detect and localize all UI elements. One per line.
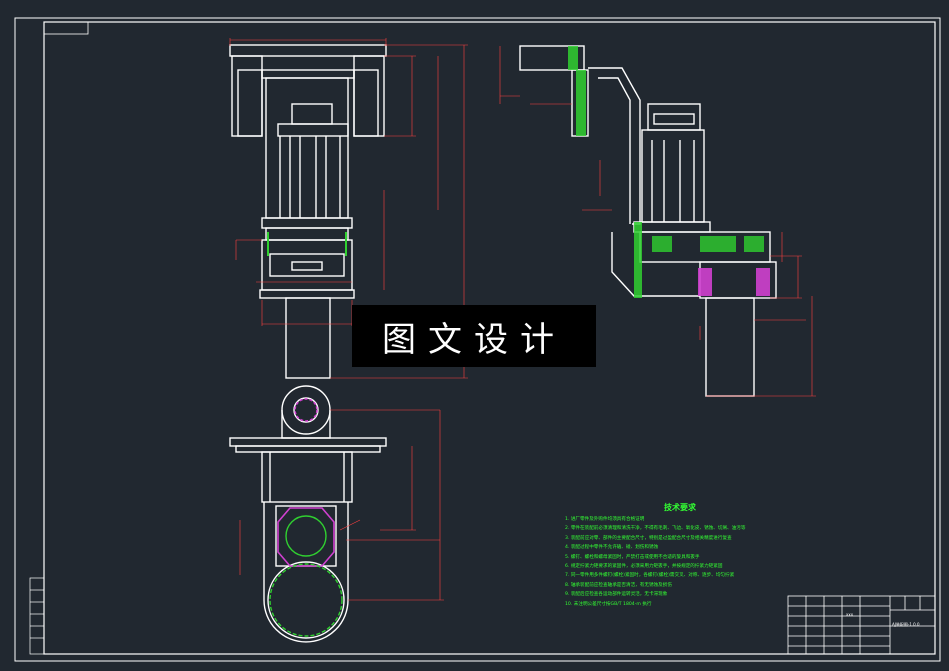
requirement-line: 9. 装配后应检查各运动部件运转灵活，无卡滞现象 [565, 592, 668, 598]
outer-frame [14, 17, 941, 662]
requirement-line: 2. 零件在装配前必须清理和清洗干净，不得有毛刺、飞边、氧化皮、锈蚀、切屑、油污… [565, 526, 746, 532]
inner-frame [43, 21, 936, 655]
requirement-line: 3. 装配前应对零、部件的主要配合尺寸，特别是过盈配合尺寸及相关精度进行复查 [565, 535, 732, 541]
top-view-dimensions [239, 409, 444, 601]
title-block [787, 595, 936, 655]
requirement-line: 4. 装配过程中零件不允许磕、碰、划伤和锈蚀 [565, 545, 659, 551]
drawing-title: AJ装配图-1.0.0 [892, 622, 920, 627]
technical-requirements: 技术要求 1. 进厂零件及外购件均须具有合格证明 2. 零件在装配前必须清理和清… [565, 502, 795, 609]
requirement-line: 6. 规定拧紧力矩要求的紧固件，必须采用力矩扳手，并按规定的拧紧力矩紧固 [565, 564, 723, 570]
side-view-hatching [568, 46, 770, 298]
requirement-line: 10. 未注明公差尺寸按GB/T 1804-m 执行 [565, 601, 652, 607]
requirement-line: 5. 螺钉、螺栓和螺母紧固时，严禁打击或使用不合适的旋具和扳手 [565, 554, 700, 560]
front-view-green-part [267, 232, 347, 256]
requirement-line: 1. 进厂零件及外购件均须具有合格证明 [565, 517, 645, 522]
watermark-text: 图文设计 [382, 319, 566, 360]
technical-requirements-title: 技术要求 [664, 503, 696, 512]
watermark-banner: 图文设计 [352, 305, 596, 367]
top-view-green-part [269, 515, 343, 637]
top-view-magenta-part [277, 398, 335, 567]
corner-box [43, 21, 89, 35]
requirement-line: 8. 轴承装配前应检查轴承是否清洁，有无锈蚀及损伤 [565, 582, 672, 588]
requirement-line: 7. 同一零件用多件螺钉(螺栓)紧固时，各螺钉(螺栓)需交叉、对称、逐步、均匀拧… [565, 573, 735, 579]
front-view [229, 44, 387, 379]
top-view [229, 385, 387, 643]
left-revision-table [29, 577, 45, 655]
side-view-dimensions [499, 46, 816, 397]
company-name: xxx [846, 612, 854, 617]
